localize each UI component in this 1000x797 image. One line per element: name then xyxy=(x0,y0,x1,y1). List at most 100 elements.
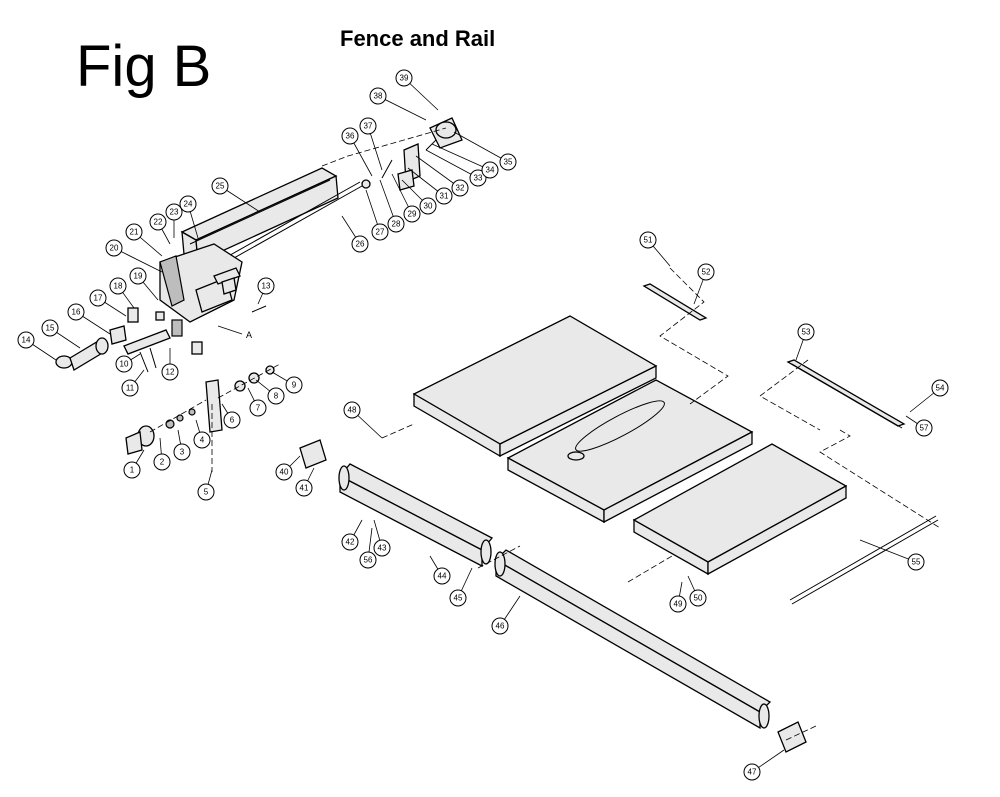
callout-11: 11 xyxy=(121,369,145,397)
fence-body xyxy=(159,167,363,337)
callout-bubble xyxy=(395,69,413,87)
callout-18: 18 xyxy=(109,277,135,309)
callout-bubble xyxy=(915,419,933,437)
callout-number: 19 xyxy=(134,272,143,281)
callout-number: 12 xyxy=(166,368,175,377)
callout-number: 35 xyxy=(504,158,513,167)
callout-42: 42 xyxy=(341,519,363,551)
callout-43: 43 xyxy=(373,519,391,557)
callout-number: 17 xyxy=(94,294,103,303)
rear-rails xyxy=(642,283,906,429)
callout-bubble xyxy=(481,161,499,179)
callout-26: 26 xyxy=(341,215,369,253)
assembly-guides xyxy=(321,127,941,741)
callout-31: 31 xyxy=(407,167,453,205)
callout-bubble xyxy=(797,323,815,341)
callout-53: 53 xyxy=(795,323,815,361)
callout-number: 6 xyxy=(230,416,235,425)
callout-bubble xyxy=(743,763,761,781)
callout-number: 13 xyxy=(262,282,271,291)
callout-33: 33 xyxy=(425,149,487,187)
callout-54: 54 xyxy=(909,379,949,413)
callout-bubble xyxy=(67,303,85,321)
callout-number: 37 xyxy=(364,122,373,131)
rear-clamp xyxy=(361,117,463,191)
callout-bubble xyxy=(285,376,303,394)
callout-number: 40 xyxy=(280,468,289,477)
callout-bubble xyxy=(165,203,183,221)
callout-bubble xyxy=(105,239,123,257)
callout-number: 27 xyxy=(376,228,385,237)
callout-number: 43 xyxy=(378,544,387,553)
callout-bubble xyxy=(341,533,359,551)
callout-57: 57 xyxy=(905,415,933,437)
callout-bubble xyxy=(907,553,925,571)
callout-bubble xyxy=(369,87,387,105)
callout-22: 22 xyxy=(149,213,171,245)
callout-52: 52 xyxy=(693,263,715,305)
callout-number: 21 xyxy=(130,228,139,237)
callout-8: 8 xyxy=(255,379,285,405)
callout-number: 31 xyxy=(440,192,449,201)
end-caps xyxy=(299,439,807,753)
callout-35: 35 xyxy=(453,131,517,171)
callout-bubble xyxy=(499,153,517,171)
callout-bubble xyxy=(41,319,59,337)
callout-9: 9 xyxy=(271,371,303,394)
table-assembly xyxy=(412,315,848,576)
callout-55: 55 xyxy=(859,539,925,571)
callout-29: 29 xyxy=(391,173,421,223)
callout-number: 4 xyxy=(200,436,205,445)
rod xyxy=(789,515,939,605)
callout-leader xyxy=(859,539,917,563)
callout-44: 44 xyxy=(429,555,451,585)
callout-number: 16 xyxy=(72,308,81,317)
callout-bubble xyxy=(109,277,127,295)
callout-15: 15 xyxy=(41,319,81,349)
callout-bubble xyxy=(149,213,167,231)
callout-39: 39 xyxy=(395,69,439,111)
callout-bubble xyxy=(249,399,267,417)
callout-50: 50 xyxy=(687,575,707,607)
callout-46: 46 xyxy=(491,595,521,635)
callout-number: 47 xyxy=(748,768,757,777)
callout-bubble xyxy=(373,539,391,557)
callout-28: 28 xyxy=(379,179,405,233)
callout-number: 29 xyxy=(408,210,417,219)
callout-bubble xyxy=(451,179,469,197)
callout-leader xyxy=(415,155,461,189)
callout-bubble xyxy=(669,595,687,613)
callout-41: 41 xyxy=(295,467,315,497)
callout-56: 56 xyxy=(359,527,377,569)
callout-48: 48 xyxy=(343,401,383,439)
callout-bubble xyxy=(689,589,707,607)
callout-leader xyxy=(431,143,491,171)
callout-bubble xyxy=(121,379,139,397)
callout-leader xyxy=(113,247,163,273)
callout-19: 19 xyxy=(129,267,159,301)
callout-number: 7 xyxy=(256,404,261,413)
callout-30: 30 xyxy=(401,179,437,215)
callout-bubble xyxy=(433,567,451,585)
callout-bubble xyxy=(223,411,241,429)
callout-1: 1 xyxy=(123,449,145,479)
callout-number: 50 xyxy=(694,594,703,603)
callout-34: 34 xyxy=(431,143,499,179)
callout-20: 20 xyxy=(105,239,163,273)
callout-number: 55 xyxy=(912,558,921,567)
callout-number: 52 xyxy=(702,268,711,277)
callout-bubble xyxy=(173,443,191,461)
callout-25: 25 xyxy=(211,177,261,213)
callout-number: 56 xyxy=(364,556,373,565)
callout-number: 33 xyxy=(474,174,483,183)
callout-bubble xyxy=(153,453,171,471)
callout-number: 49 xyxy=(674,600,683,609)
callout-number: 24 xyxy=(184,200,193,209)
callout-3: 3 xyxy=(173,429,191,461)
callout-leader xyxy=(453,131,509,163)
callout-number: 51 xyxy=(644,236,653,245)
callout-51: 51 xyxy=(639,231,671,267)
callout-bubble xyxy=(161,363,179,381)
callout-number: 32 xyxy=(456,184,465,193)
callout-bubble xyxy=(931,379,949,397)
